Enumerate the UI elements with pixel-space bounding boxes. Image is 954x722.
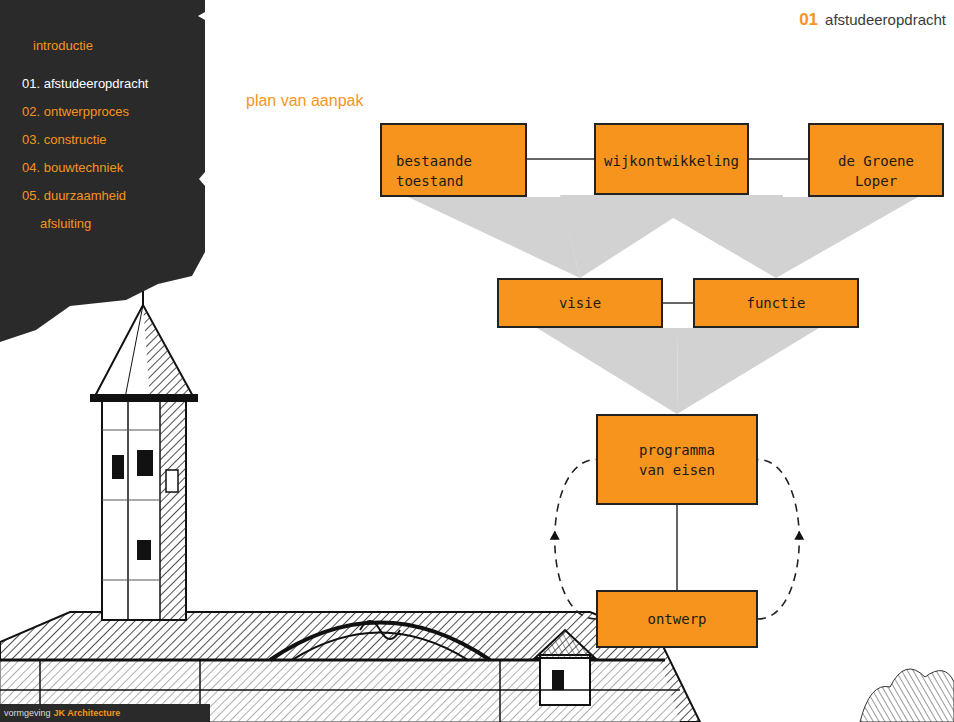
connector-stroke — [663, 302, 693, 304]
box-label: de Groene Loper — [818, 151, 934, 191]
box-label: wijkontwikkeling — [602, 151, 741, 171]
fan-group — [408, 195, 918, 414]
slide-title: plan van aanpak — [246, 92, 363, 110]
chapter-name: afstudeeropdracht — [825, 11, 946, 28]
arrow-head — [794, 531, 804, 540]
process-box: de Groene Loper — [808, 123, 944, 197]
menu-item: 03. constructie — [22, 132, 107, 147]
funnel-connector — [774, 197, 918, 278]
process-box: functie — [693, 278, 859, 328]
feedback-arrow — [758, 460, 804, 620]
menu-item: afsluiting — [40, 216, 91, 231]
dashed-arc — [758, 460, 799, 620]
dashed-arc — [555, 460, 596, 620]
funnel-shape — [677, 328, 819, 414]
arrow-head — [550, 531, 560, 540]
feedback-arrow — [550, 460, 596, 620]
connector-stroke — [527, 158, 594, 160]
menu-item: 05. duurzaamheid — [22, 188, 126, 203]
menu-item-active: 01. afstudeeropdracht — [22, 76, 148, 91]
menu-item: 02. ontwerpproces — [22, 104, 129, 119]
connector-line — [677, 505, 678, 590]
funnel-connector — [537, 328, 678, 414]
menu-item: introductie — [33, 38, 93, 53]
connector-stroke — [676, 505, 678, 590]
process-box: programma van eisen — [596, 414, 758, 505]
box-label: programma van eisen — [628, 440, 726, 480]
funnel-shape — [774, 197, 918, 278]
connector-line — [663, 303, 693, 304]
line-group — [527, 159, 808, 619]
menu-item: 04. bouwtechniek — [22, 160, 123, 175]
process-box: ontwerp — [596, 590, 758, 648]
header-chapter: 01 afstudeeropdracht — [799, 10, 946, 30]
footer-bar: vormgevingJK Architecture — [0, 704, 210, 722]
funnel-shape — [537, 328, 678, 414]
process-box: visie — [497, 278, 663, 328]
credit-text: vormgeving — [4, 708, 51, 718]
funnel-shape — [408, 197, 580, 278]
connector-line — [749, 159, 808, 160]
process-box: bestaande toestand — [380, 123, 527, 197]
box-label: ontwerp — [606, 609, 748, 629]
process-box: wijkontwikkeling — [594, 123, 749, 195]
funnel-connector — [408, 197, 580, 278]
connector-stroke — [749, 158, 808, 160]
chapter-number: 01 — [799, 10, 818, 30]
funnel-connector — [677, 328, 819, 414]
funnel-connector — [634, 195, 783, 278]
box-label: visie — [507, 293, 653, 313]
box-label: bestaande toestand — [396, 151, 511, 191]
connector-line — [527, 159, 594, 160]
credit-name: JK Architecture — [54, 708, 121, 718]
box-label: functie — [703, 293, 849, 313]
funnel-shape — [634, 195, 783, 278]
